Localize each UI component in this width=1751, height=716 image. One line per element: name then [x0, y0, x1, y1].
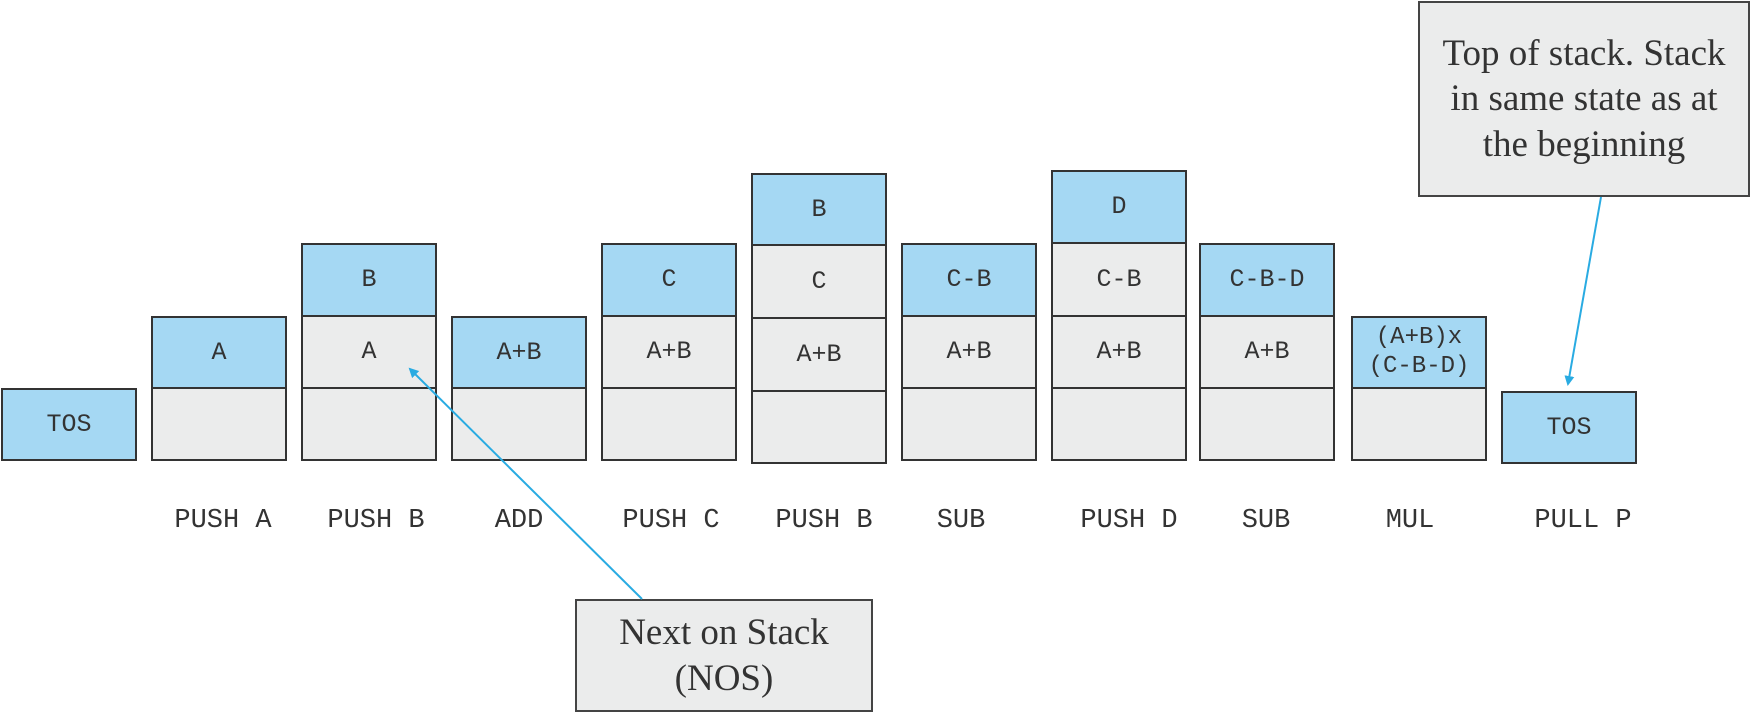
tos-callout: Top of stack. Stack in same state as at … [1418, 1, 1750, 197]
stack-cell-top: (A+B)x (C-B-D) [1351, 316, 1487, 389]
stack-cell-top: B [751, 173, 887, 246]
nos-arrow [408, 367, 643, 600]
op-label-push-d: PUSH D [1080, 506, 1178, 536]
stack-cell [1051, 387, 1187, 461]
stack-cell-top: C-B-D [1199, 243, 1335, 317]
stack-cell [901, 387, 1037, 461]
stack-cell: A+B [601, 315, 737, 389]
stack-cell [751, 390, 887, 464]
stack-cell [601, 387, 737, 461]
stack-cell [451, 387, 587, 461]
op-label-push-c: PUSH C [622, 506, 720, 536]
op-label-push-b-2: PUSH B [775, 506, 873, 536]
op-label-pull-p: PULL P [1534, 506, 1632, 536]
op-label-mul: MUL [1385, 506, 1435, 536]
stack-cell [151, 387, 287, 461]
stack-cell [301, 387, 437, 461]
stack-cell-tos-initial: TOS [1, 388, 137, 461]
op-label-push-a: PUSH A [174, 506, 272, 536]
op-label-add: ADD [494, 506, 544, 536]
stack-cell-top: D [1051, 170, 1187, 244]
op-label-push-b: PUSH B [327, 506, 425, 536]
op-label-sub-2: SUB [1241, 506, 1291, 536]
tos-arrow [1564, 196, 1602, 386]
nos-callout: Next on Stack (NOS) [575, 599, 873, 712]
stack-cell [1351, 387, 1487, 461]
stack-cell-tos-final: TOS [1501, 391, 1637, 464]
stack-cell: C [751, 244, 887, 319]
stack-cell [1199, 387, 1335, 461]
op-label-sub: SUB [936, 506, 986, 536]
